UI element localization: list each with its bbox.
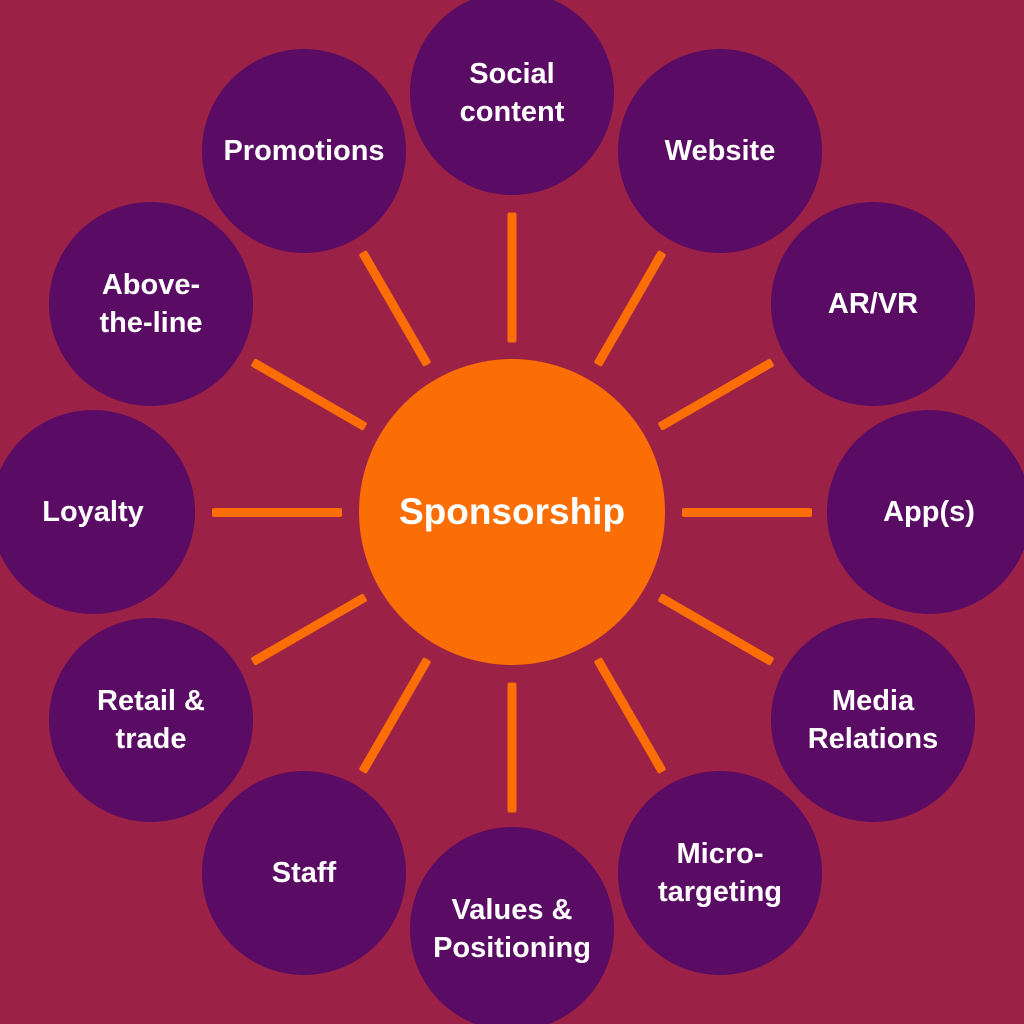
node-label: Micro- targeting <box>657 838 783 908</box>
node-label: Above- the-line <box>99 269 203 339</box>
spoke-line <box>358 656 431 775</box>
node-apps: App(s) <box>827 410 1024 614</box>
node-promotions: Promotions <box>202 49 406 253</box>
hub-label: Sponsorship <box>398 491 626 532</box>
spoke-line <box>682 507 812 517</box>
spoke-line <box>507 682 517 812</box>
node-label: Promotions <box>223 135 385 167</box>
node-retail-trade: Retail & trade <box>49 618 253 822</box>
node-media-relations: Media Relations <box>771 618 975 822</box>
node-website: Website <box>618 49 822 253</box>
hub-circle-sponsorship: Sponsorship <box>359 359 665 665</box>
node-label: Media Relations <box>807 685 939 755</box>
node-staff: Staff <box>202 771 406 975</box>
spoke-line <box>656 593 775 666</box>
node-label: Retail & trade <box>97 685 205 755</box>
node-above-the-line: Above- the-line <box>49 202 253 406</box>
spoke-line <box>358 249 431 368</box>
node-label: App(s) <box>883 496 975 528</box>
node-micro-targeting: Micro- targeting <box>618 771 822 975</box>
spoke-line <box>507 212 517 342</box>
node-label: Social content <box>459 58 565 128</box>
node-social-content: Social content <box>410 0 614 195</box>
node-label: AR/VR <box>827 288 919 320</box>
node-label: Website <box>664 135 776 167</box>
spoke-line <box>593 656 666 775</box>
spoke-line <box>593 249 666 368</box>
spoke-line <box>212 507 342 517</box>
node-loyalty: Loyalty <box>0 410 195 614</box>
node-ar-vr: AR/VR <box>771 202 975 406</box>
spoke-line <box>249 593 368 666</box>
node-label: Loyalty <box>42 496 144 528</box>
node-label: Values & Positioning <box>433 894 591 964</box>
spoke-line <box>249 358 368 431</box>
node-values-positioning: Values & Positioning <box>410 827 614 1024</box>
node-label: Staff <box>271 857 337 889</box>
spoke-line <box>656 358 775 431</box>
